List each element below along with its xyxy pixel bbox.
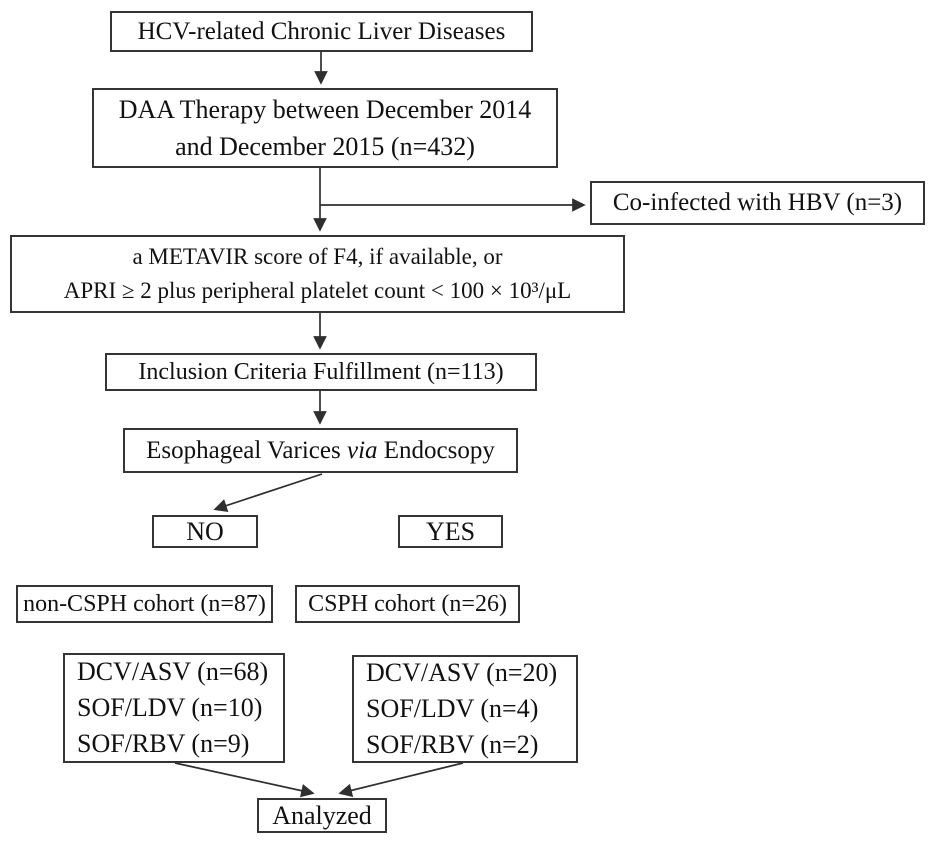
tx-csph-line1: DCV/ASV (n=20) <box>366 658 558 687</box>
node-csph-box: CSPH cohort (n=26) <box>295 585 520 623</box>
node-non-csph-box: non-CSPH cohort (n=87) <box>16 585 273 623</box>
node-hcv-box: HCV-related Chronic Liver Diseases <box>110 11 533 52</box>
node-yes-label: YES <box>425 516 476 546</box>
node-treatments-non-csph-box: DCV/ASV (n=68) SOF/LDV (n=10) SOF/RBV (n… <box>63 653 285 763</box>
arrow-varices-to-no <box>213 473 323 513</box>
node-analyzed-label: Analyzed <box>272 800 372 830</box>
node-daa-line1: DAA Therapy between December 2014 <box>118 95 532 124</box>
node-treatments-csph-box: DCV/ASV (n=20) SOF/LDV (n=4) SOF/RBV (n=… <box>352 655 578 763</box>
node-varices-prefix: Esophageal Varices <box>146 436 341 464</box>
arrow-txleft-to-analyzed <box>174 762 315 798</box>
node-metavir-box: a METAVIR score of F4, if available, or … <box>10 235 625 313</box>
node-metavir-line2: APRI ≥ 2 plus peripheral platelet count … <box>63 278 572 303</box>
node-inclusion-label: Inclusion Criteria Fulfillment (n=113) <box>138 359 504 385</box>
node-hbv-box: Co-infected with HBV (n=3) <box>590 181 925 225</box>
node-inclusion-box: Inclusion Criteria Fulfillment (n=113) <box>105 353 537 391</box>
node-csph-label: CSPH cohort (n=26) <box>308 591 507 617</box>
node-varices-italic: via <box>346 436 378 464</box>
node-varices-box: Esophageal Varices via Endocsopy <box>123 428 518 473</box>
node-yes-box: YES <box>398 515 503 548</box>
node-no-box: NO <box>152 515 258 548</box>
node-hcv-label: HCV-related Chronic Liver Diseases <box>137 17 506 45</box>
node-varices-label: Esophageal Varices via Endocsopy <box>146 434 495 468</box>
tx-csph-line3: SOF/RBV (n=2) <box>366 730 539 759</box>
tx-csph-line2: SOF/LDV (n=4) <box>366 694 539 723</box>
node-analyzed-box: Analyzed <box>257 798 387 833</box>
node-metavir-line1: a METAVIR score of F4, if available, or <box>132 244 503 269</box>
arrow-txright-to-analyzed <box>338 762 464 798</box>
node-non-csph-label: non-CSPH cohort (n=87) <box>23 591 266 617</box>
tx-non-csph-line3: SOF/RBV (n=9) <box>77 729 250 758</box>
node-varices-suffix: Endocsopy <box>383 436 495 464</box>
node-daa-box: DAA Therapy between December 2014 and De… <box>92 88 558 168</box>
node-no-label: NO <box>186 516 224 546</box>
node-hbv-label: Co-infected with HBV (n=3) <box>612 189 903 216</box>
node-daa-line2: and December 2015 (n=432) <box>175 132 475 161</box>
tx-non-csph-line1: DCV/ASV (n=68) <box>77 657 269 686</box>
tx-non-csph-line2: SOF/LDV (n=10) <box>77 693 263 722</box>
